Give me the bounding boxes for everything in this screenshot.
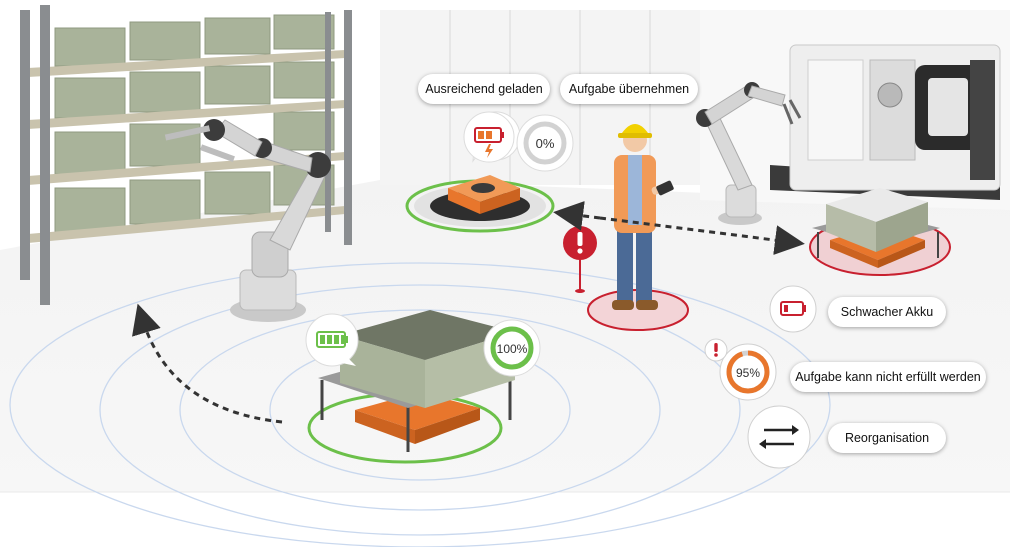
battery-full-bubble bbox=[305, 313, 359, 367]
status-pill-weak-battery: Schwacher Akku bbox=[828, 297, 946, 327]
progress-text-front: 100% bbox=[497, 342, 528, 356]
status-label-take-over-task: Aufgabe übernehmen bbox=[568, 82, 690, 96]
progress-ring-front bbox=[490, 326, 534, 370]
robot-arm-left bbox=[164, 119, 331, 322]
battery-charging-bubble bbox=[463, 111, 521, 163]
progress-ring-right bbox=[726, 350, 770, 394]
battery-charging-icon bbox=[474, 127, 504, 158]
worker bbox=[587, 124, 689, 331]
status-pill-task-cannot-be-fulfilled: Aufgabe kann nicht erfüllt werden bbox=[790, 362, 986, 392]
cnc-machine bbox=[770, 44, 1001, 200]
status-pill-take-over-task: Aufgabe übernehmen bbox=[560, 74, 698, 104]
swap-arrows-icon bbox=[759, 425, 799, 449]
status-label-weak-battery: Schwacher Akku bbox=[840, 305, 934, 319]
progress-text-center: 0% bbox=[536, 136, 555, 151]
status-pill-reorganisation: Reorganisation bbox=[828, 423, 946, 453]
progress-bubble-right: 95% bbox=[704, 338, 777, 401]
alert-small-icon bbox=[704, 338, 728, 362]
battery-low-bubble bbox=[769, 285, 817, 333]
storage-shelf bbox=[20, 5, 352, 305]
status-label-reorganisation: Reorganisation bbox=[844, 431, 930, 445]
progress-text-right: 95% bbox=[736, 366, 760, 380]
progress-bubble-center: 0% bbox=[516, 114, 574, 172]
signal-rings bbox=[9, 262, 831, 547]
swap-bubble bbox=[747, 405, 811, 469]
alert-icon bbox=[563, 226, 597, 293]
status-label-sufficiently-charged: Ausreichend geladen bbox=[425, 82, 543, 96]
agv-front bbox=[307, 310, 515, 464]
agv-right bbox=[809, 188, 951, 276]
status-pill-sufficiently-charged: Ausreichend geladen bbox=[418, 74, 550, 104]
route-arrows bbox=[132, 200, 805, 424]
status-label-task-cannot-be-fulfilled: Aufgabe kann nicht erfüllt werden bbox=[795, 370, 981, 384]
battery-low-icon bbox=[780, 301, 806, 316]
agv-charging bbox=[405, 175, 555, 233]
progress-bubble-front: 100% bbox=[483, 319, 541, 377]
battery-full-icon bbox=[316, 331, 348, 348]
robot-arm-right bbox=[696, 82, 802, 225]
